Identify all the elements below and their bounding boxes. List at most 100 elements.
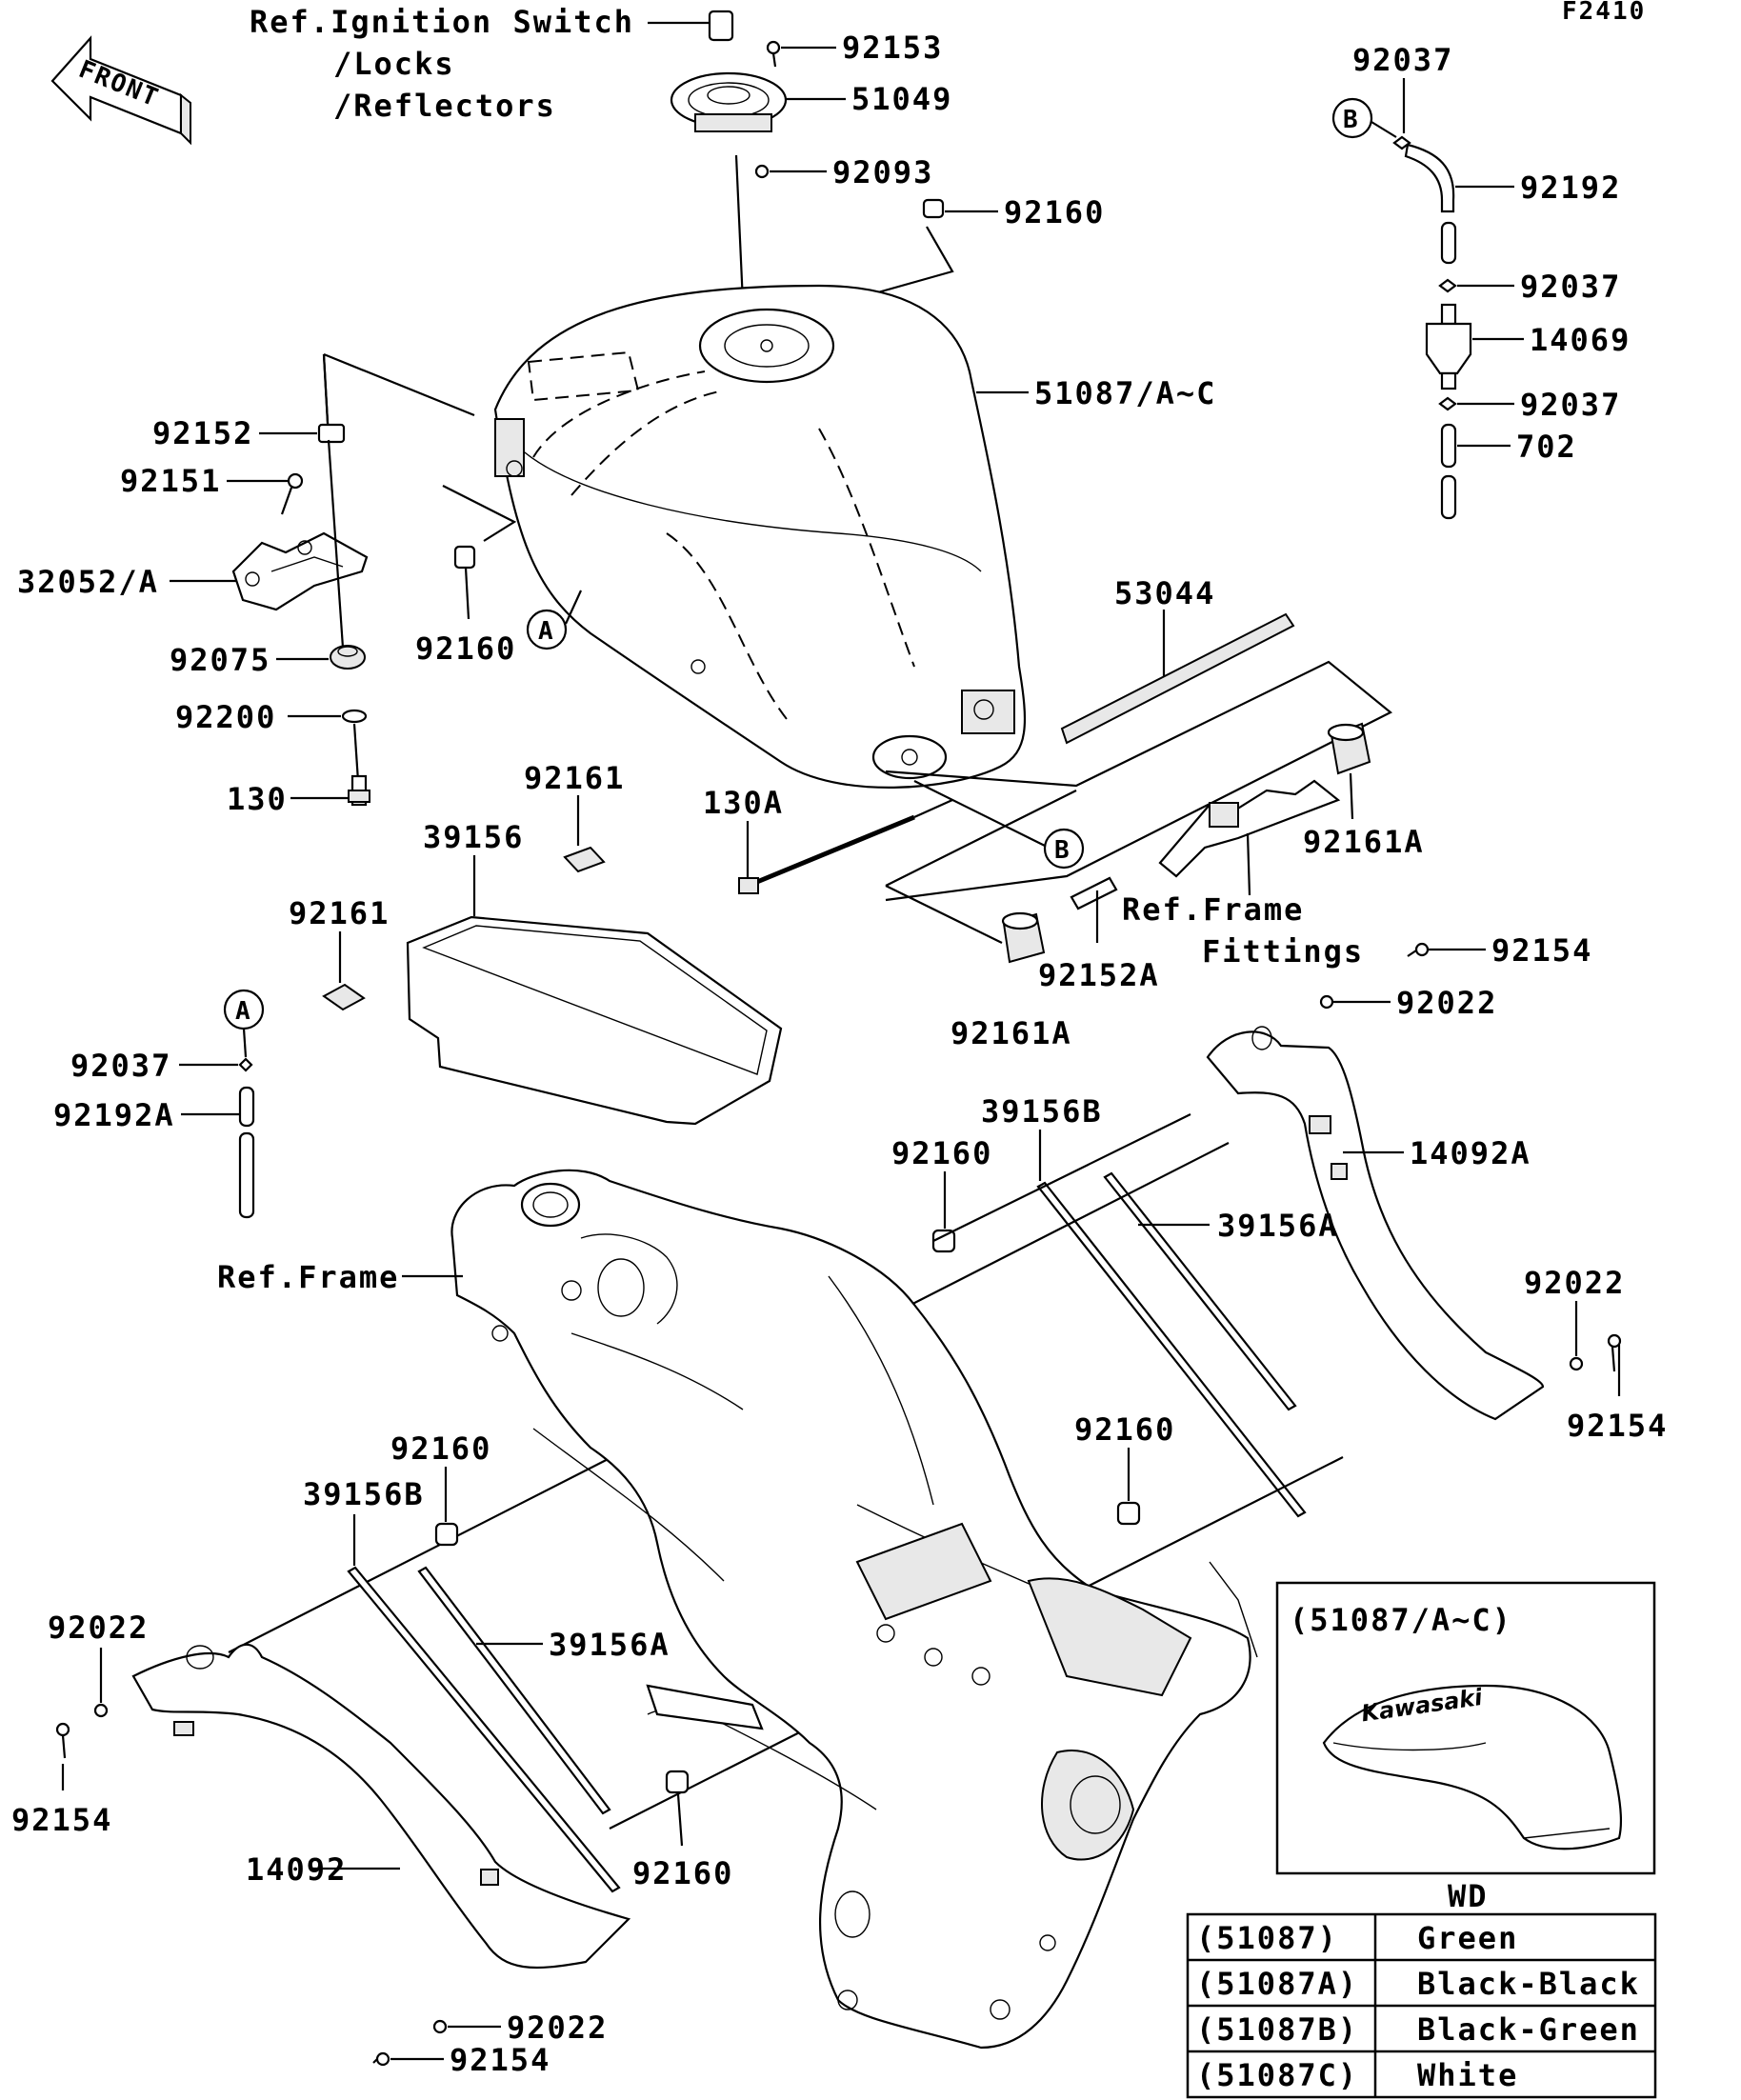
frame [450,1169,1258,2050]
marker-b-hose-label: B [1343,106,1360,134]
label-92022-bottom: 92022 [507,2010,608,2046]
label-92161a-center: 92161A [951,1015,1072,1051]
table-row-color: Black-Black [1417,1966,1640,2002]
label-92022-right: 92022 [1396,985,1497,1021]
damper-92161a-center [1001,911,1046,964]
label-92037-mid: 92037 [1520,269,1621,305]
clamp-92037-left [238,1057,253,1072]
marker-a-hose: A [223,989,265,1030]
label-92037-left: 92037 [70,1048,171,1084]
washer-92022-left [93,1703,109,1718]
bracket-32052 [231,531,369,611]
side-cover-14092a [1206,1026,1545,1421]
marker-b-hose: B [1331,97,1373,139]
label-92161-lower: 92161 [289,895,390,931]
damper-92160-center2 [1116,1501,1141,1526]
label-702: 702 [1516,429,1577,465]
grommet-92075 [330,645,366,670]
hose-92192a [238,1086,255,1219]
label-39156a-left: 39156A [549,1627,670,1663]
collar-92152a [1070,876,1118,910]
label-92160-center2: 92160 [1074,1411,1175,1448]
damper-92160-top [922,198,945,219]
fuel-cap-screw [766,40,781,68]
label-92153: 92153 [842,30,943,66]
bolt-130a [738,814,915,894]
label-53044: 53044 [1114,575,1215,611]
label-92037-low: 92037 [1520,387,1621,423]
ref-ignition-switch: Ref.Ignition Switch [250,4,634,40]
table-row-color: White [1417,2057,1518,2093]
table-row-color: Green [1417,1920,1518,1956]
damper-92160-left [453,545,476,570]
label-92152a: 92152A [1038,957,1160,993]
marker-a-tank: A [526,609,568,650]
frame-fittings [1158,779,1341,878]
bolt-92154-right [1407,942,1430,957]
ref-frame-fittings-1: Ref.Frame [1122,891,1304,928]
ref-reflectors: /Reflectors [333,88,556,124]
label-92022-right2: 92022 [1524,1265,1625,1301]
label-39156a-right: 39156A [1217,1208,1339,1244]
table-row-code: (51087C) [1196,2057,1358,2093]
table-row-code: (51087) [1196,1920,1338,1956]
bolt-130 [348,774,370,807]
marker-a-label: A [538,617,555,646]
label-130a: 130A [703,785,784,821]
pad-92161-lower [322,983,366,1011]
ref-frame-fittings-2: Fittings [1202,933,1364,970]
ignition-bushing [708,10,734,42]
fuel-cap-51049 [670,71,788,132]
collar-92152 [317,423,346,444]
damper-92160-left2 [434,1522,459,1547]
washer-92022-right2 [1569,1356,1584,1371]
marker-a-hose-label: A [235,997,252,1026]
side-cover-14092 [131,1643,631,1970]
label-92161-upper: 92161 [524,760,625,796]
label-14092: 14092 [246,1851,347,1888]
bolt-92154-left [55,1722,70,1759]
washer-92200 [341,709,368,724]
page-code: F2410 [1562,0,1646,26]
label-92154-right: 92154 [1491,932,1592,969]
label-14092a: 14092A [1410,1135,1531,1171]
damper-92161a-right [1327,722,1371,775]
label-39156b-left: 39156B [303,1476,425,1512]
label-92075: 92075 [170,642,270,678]
trim-39156b-left [347,1566,621,1893]
clamp-92037-top [1392,135,1411,150]
table-row-code: (51087A) [1196,1966,1358,2002]
marker-b-label: B [1054,836,1071,865]
damper-92160-center [931,1229,956,1253]
inset-caption: WD [1448,1878,1489,1914]
label-92161a-right: 92161A [1303,824,1425,860]
clamp-92037-mid [1438,278,1457,293]
label-92154-bottom: 92154 [450,2042,550,2078]
trim-39156b-right [1036,1181,1307,1518]
label-92022-left: 92022 [48,1610,149,1646]
bolt-92151 [280,472,304,515]
hose-702 [1440,423,1457,520]
marker-b-tank: B [1043,828,1085,870]
label-92154-right2: 92154 [1567,1408,1668,1444]
cover-39156 [406,915,783,1126]
table-row-code: (51087B) [1196,2011,1358,2048]
label-39156: 39156 [423,819,524,855]
label-92151: 92151 [120,463,221,499]
washer-92022-bottom [432,2019,448,2034]
label-14069: 14069 [1530,322,1631,358]
label-92154-left: 92154 [11,1802,112,1838]
separator-14069 [1425,303,1472,390]
label-92093: 92093 [832,154,933,190]
washer-92022-right [1319,994,1334,1010]
front-arrow: FRONT [50,35,191,146]
trim-39156a-left [417,1566,611,1815]
table-row-color: Black-Green [1417,2011,1640,2048]
label-51087: 51087/A~C [1034,375,1216,411]
inset-box: (51087/A~C) Kawasaki [1275,1581,1656,1875]
ref-frame: Ref.Frame [217,1259,399,1295]
label-32052: 32052/A [17,564,159,600]
ref-locks: /Locks [333,46,455,82]
clamp-92037-low [1438,396,1457,411]
